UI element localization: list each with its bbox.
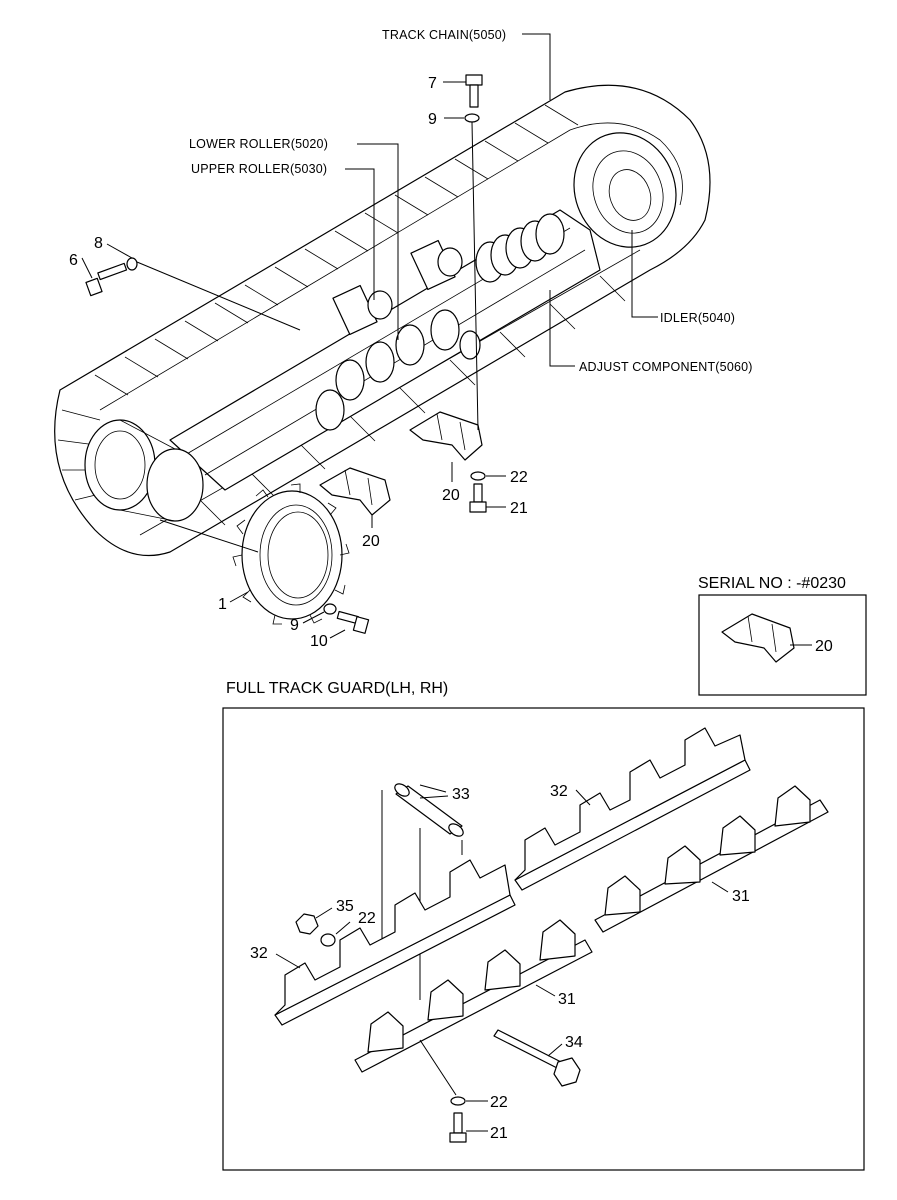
washer-22-guard <box>320 933 336 947</box>
washer-9-top <box>464 113 480 123</box>
rail-32-left <box>274 859 516 1026</box>
track-guard-title: FULL TRACK GUARD(LH, RH) <box>226 680 448 697</box>
pipe-33 <box>394 783 464 837</box>
nut-35 <box>295 913 319 935</box>
callout-1: 1 <box>218 596 227 613</box>
callout-31-mid: 31 <box>558 991 576 1008</box>
washer-22-top <box>470 471 486 481</box>
rail-31-right <box>594 785 829 933</box>
label-idler: IDLER(5040) <box>660 311 735 325</box>
leader-lines-top <box>81 33 658 639</box>
callout-8: 8 <box>94 235 103 252</box>
callout-6: 6 <box>69 252 78 269</box>
callout-22-bottom: 22 <box>490 1094 508 1111</box>
callout-20-left: 20 <box>362 533 380 550</box>
callout-21-top: 21 <box>510 500 528 517</box>
callout-20-right: 20 <box>442 487 460 504</box>
rail-31-mid <box>354 919 593 1073</box>
lower-rollers <box>315 309 481 431</box>
label-adjust-component: ADJUST COMPONENT(5060) <box>579 360 753 374</box>
track-assembly <box>54 84 711 557</box>
label-lower-roller: LOWER ROLLER(5020) <box>189 137 328 151</box>
sprocket <box>232 483 350 625</box>
callout-10: 10 <box>310 633 328 650</box>
callout-33: 33 <box>452 786 470 803</box>
track-inner-top <box>99 122 683 411</box>
washer-22-bottom <box>450 1096 466 1106</box>
callout-22-top: 22 <box>510 469 528 486</box>
bolt-7 <box>465 74 483 108</box>
leader-lines-guard <box>275 784 729 1132</box>
label-track-chain: TRACK CHAIN(5050) <box>382 28 506 42</box>
track-guard-right <box>409 411 483 461</box>
callout-22-guard: 22 <box>358 910 376 927</box>
callout-31-right: 31 <box>732 888 750 905</box>
callout-9-bottom: 9 <box>290 617 299 634</box>
bolt-21-top <box>469 483 487 513</box>
bolt-21-bottom <box>449 1112 467 1143</box>
callout-9-top: 9 <box>428 111 437 128</box>
bolt-34 <box>493 1029 581 1087</box>
final-drive <box>84 419 204 522</box>
serial-box: SERIAL NO : -#0230 20 <box>698 575 867 696</box>
callout-7: 7 <box>428 75 437 92</box>
bolt-10 <box>336 610 370 634</box>
bolt-6 <box>85 262 128 297</box>
washer-9-bottom <box>323 603 337 615</box>
label-upper-roller: UPPER ROLLER(5030) <box>191 162 327 176</box>
callout-35: 35 <box>336 898 354 915</box>
callout-32-top: 32 <box>550 783 568 800</box>
callout-32-left: 32 <box>250 945 268 962</box>
track-guard-box <box>222 707 865 1171</box>
track-guard-left <box>319 467 391 516</box>
serial-box-callout: 20 <box>815 638 833 655</box>
callout-34: 34 <box>565 1034 583 1051</box>
serial-box-title: SERIAL NO : -#0230 <box>698 575 846 592</box>
idler-wheel <box>573 132 677 248</box>
rail-32-top <box>514 727 751 891</box>
washer-8 <box>126 257 138 271</box>
adjust-spring <box>475 213 565 283</box>
serial-box-guard <box>721 613 795 663</box>
callout-21-bottom: 21 <box>490 1125 508 1142</box>
